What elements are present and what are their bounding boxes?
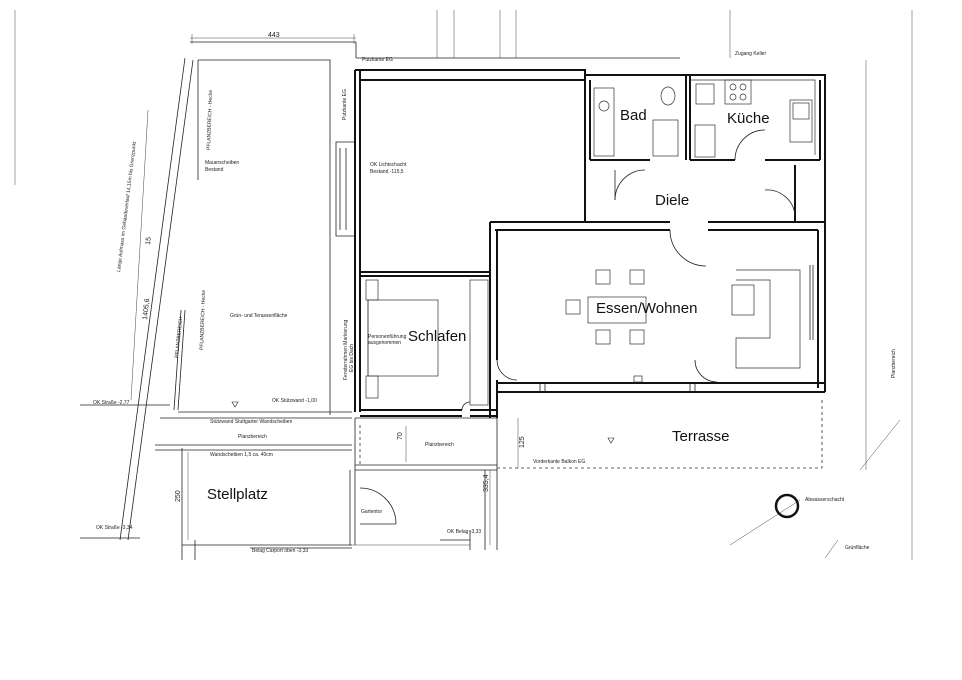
site-lines — [14, 10, 913, 560]
bathroom-fixtures — [593, 86, 679, 157]
annotation-planzbereich-2: Planzbereich — [425, 442, 454, 448]
annotation-ok-lichtschacht: OK Lichtschacht — [370, 162, 407, 168]
abwasserschacht-symbol — [774, 493, 800, 519]
annotation-belag-carport: Belag Carport oben -3,33 — [252, 548, 308, 554]
annotation-ok-strasse-2: OK Straße -3,34 — [96, 525, 133, 531]
doors — [359, 129, 796, 525]
annotation-bestand-level: Bestand -115,5 — [370, 169, 404, 175]
annotation-gruen-terrassen: Grün- und Terassenfläche — [230, 313, 288, 319]
annotation-abwasserschacht: Abwasserschacht — [805, 497, 845, 503]
annotation-fensterreihe: Fensterrahmen Markierung — [343, 319, 349, 380]
annotation-gruenflaeche: Grünfläche — [845, 545, 870, 551]
annotation-putzkante-eg: Putzkante EG — [362, 57, 393, 63]
dimension-top-width: 443 — [268, 32, 280, 39]
room-label-terrasse: Terrasse — [672, 428, 730, 445]
annotation-vorderkante-balkon: Vorderkante Balkon EG — [533, 459, 585, 465]
dimension-stellplatz-depth: 250 — [175, 490, 182, 502]
annotation-gartentor: Gartentor — [361, 509, 382, 515]
annotation-mauerscheiben: Mauerscheiben — [205, 160, 239, 166]
room-label-bad: Bad — [620, 107, 647, 124]
annotation-zugang: Zugang Keller — [735, 51, 766, 57]
dimension-lower-width: 335,4 — [483, 474, 490, 492]
building-walls — [335, 69, 826, 418]
annotation-pflanzbereich-hecke-1: PFLANZBEREICH - Hecke — [206, 90, 214, 150]
dimension-left-length: 1405,6 — [142, 298, 151, 320]
dimension-planzbereich-height: 70 — [397, 432, 404, 440]
level-markers — [231, 401, 615, 444]
annotation-pflanzbereich-hecke-2: PFLANZBEREICH - Hecke — [199, 290, 207, 350]
living-furniture — [565, 269, 801, 383]
annotation-ok-strasse-1: OK Straße -2,77 — [93, 400, 130, 406]
bedroom-furniture — [365, 279, 489, 406]
annotation-ok-belag: OK Belag -3,33 — [447, 529, 481, 535]
annotation-pflanzbereich: PFLANZBEREICH — [174, 316, 184, 358]
annotation-planzbereich-1: Planzbereich — [238, 434, 267, 440]
room-label-essen-wohnen: Essen/Wohnen — [596, 300, 697, 317]
annotation-wandscheiben: Wandscheiben 1,5 ca. 40cm — [210, 452, 273, 458]
kitchen-fixtures — [690, 79, 816, 158]
annotation-planzbereich-right: Planzbereich — [891, 349, 897, 378]
room-label-schlafen: Schlafen — [408, 328, 466, 345]
room-label-stellplatz: Stellplatz — [207, 486, 268, 503]
annotation-ausgenommen: ausgenommen — [368, 340, 401, 346]
room-label-diele: Diele — [655, 192, 689, 209]
annotation-laenge-aufmass: Länge Aufmass im Gebäudeverlauf 14,15m b… — [116, 141, 138, 273]
dimension-lines — [130, 109, 519, 545]
annotation-ok-stuetzwand: OK Stützwand -1,00 — [272, 398, 317, 404]
room-label-kueche: Küche — [727, 110, 770, 127]
annotation-erdgeschoss: EG bis Dach — [349, 344, 355, 372]
dimension-left-offset: 15 — [145, 237, 153, 246]
annotation-putzkante-side: Putzkante EG — [342, 89, 348, 120]
annotation-stuetzwand: Stützwand Stuttgarter Wandscheiben — [210, 419, 293, 425]
annotation-personenfuehrung: Personenführung — [368, 334, 407, 340]
garden-area — [155, 59, 352, 451]
dimension-terrace-depth: 125 — [519, 436, 526, 448]
terrace-area — [250, 400, 901, 559]
annotation-bestand: Bestand — [205, 167, 224, 173]
